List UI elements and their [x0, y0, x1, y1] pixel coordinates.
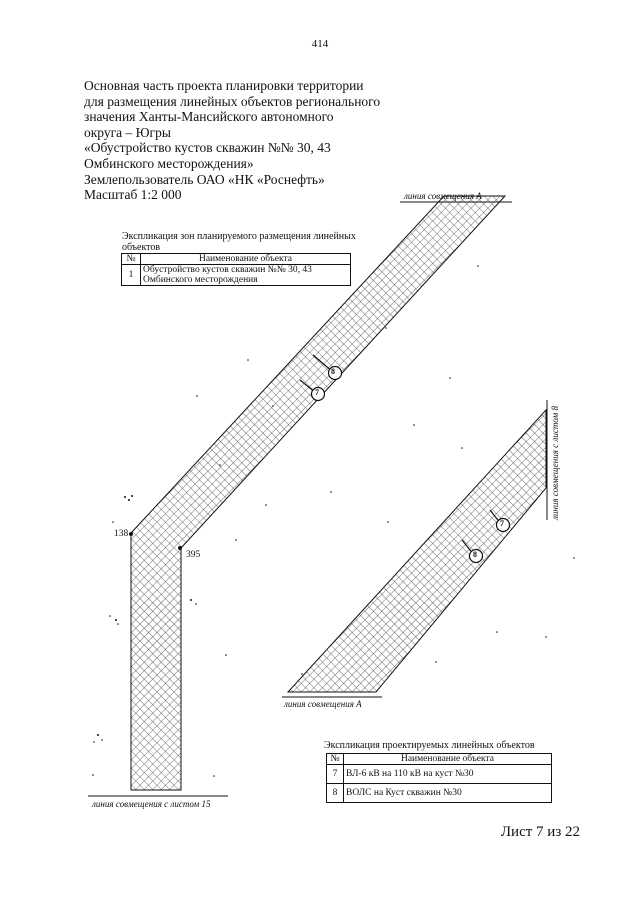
- page-number: 414: [311, 38, 329, 50]
- row-name: ВОЛС на Куст скважин №30: [343, 783, 552, 803]
- header-line: округа – Югры: [84, 124, 171, 140]
- objects-explication-title: Экспликация проектируемых линейных объек…: [324, 740, 535, 751]
- line-a-top-label: линия совмещения А: [404, 191, 482, 201]
- zones-explication-table: № Наименование объекта 1 Обустройство ку…: [121, 253, 351, 286]
- marker-7-left-label: 7: [315, 388, 319, 397]
- table-header-row: № Наименование объекта: [121, 253, 351, 265]
- sheet-label: Лист 7 из 22: [500, 824, 580, 840]
- header-line: Основная часть проекта планировки террит…: [84, 78, 364, 93]
- table-header-row: № Наименование объекта: [326, 753, 552, 765]
- header-line: Землепользователь ОАО «НК «Роснефть»: [84, 171, 325, 187]
- header-line: для размещения линейных объектов региона…: [84, 93, 381, 109]
- col-name-header: Наименование объекта: [140, 253, 351, 265]
- line-a-bottom-label: линия совмещения А: [284, 699, 362, 709]
- col-name-header: Наименование объекта: [343, 753, 552, 765]
- col-num-header: №: [326, 753, 344, 765]
- table-row: 8 ВОЛС на Куст скважин №30: [326, 783, 552, 803]
- point-138-label: 138: [114, 529, 129, 539]
- marker-7-left: [310, 386, 326, 402]
- document-header: Основная часть проекта планировки террит…: [84, 78, 380, 203]
- survey-dots: [92, 265, 575, 777]
- marker-8-right: [468, 548, 484, 564]
- row-num: 8: [326, 783, 344, 803]
- point-138-dot: [129, 532, 133, 536]
- line-sheet8-label: линия совмещения с листом 8: [550, 406, 560, 520]
- header-line: Масштаб 1:2 000: [84, 187, 182, 203]
- row-num: 1: [121, 264, 141, 286]
- header-line: Омбинского месторождения»: [84, 155, 254, 171]
- marker-8-left-label: 8: [331, 367, 335, 376]
- header-line: значения Ханты-Мансийского автономного: [84, 109, 334, 125]
- line-sheet15-label: линия совмещения с листом 15: [92, 799, 211, 809]
- col-num-header: №: [121, 253, 141, 265]
- corridor-right: [286, 408, 547, 693]
- point-395-dot: [178, 546, 182, 550]
- marker-8-right-label: 8: [473, 550, 477, 559]
- zones-explication-title: Экспликация зон планируемого размещения …: [122, 231, 356, 253]
- table-row: 7 ВЛ-6 кВ на 110 кВ на куст №30: [326, 764, 552, 784]
- row-name: ВЛ-6 кВ на 110 кВ на куст №30: [343, 764, 552, 784]
- header-line: «Обустройство кустов скважин №№ 30, 43: [84, 140, 331, 156]
- table-row: 1 Обустройство кустов скважин №№ 30, 43 …: [121, 264, 351, 286]
- marker-7-right: [495, 517, 511, 533]
- marker-7-right-label: 7: [500, 519, 504, 528]
- marker-8-left: [327, 365, 343, 381]
- row-num: 7: [326, 764, 344, 784]
- objects-explication-table: № Наименование объекта 7 ВЛ-6 кВ на 110 …: [326, 753, 552, 803]
- row-name: Обустройство кустов скважин №№ 30, 43 Ом…: [140, 264, 351, 286]
- point-395-label: 395: [186, 550, 201, 560]
